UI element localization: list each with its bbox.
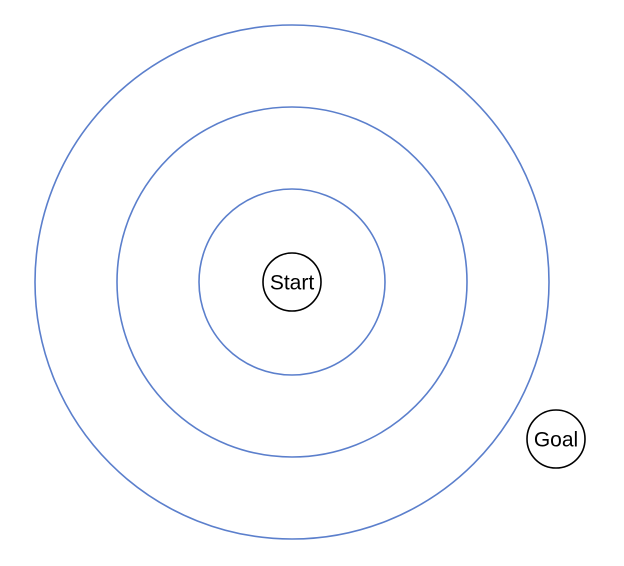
rings-group: [34, 24, 550, 540]
ring-outer: [34, 24, 550, 540]
goal-node: Goal: [526, 409, 586, 469]
start-node-circle: [262, 252, 322, 312]
goal-node-label: Goal: [534, 429, 578, 452]
ring-inner: [198, 188, 386, 376]
ring-middle: [116, 106, 468, 458]
goal-node-circle: [526, 409, 586, 469]
start-node-label: Start: [270, 272, 315, 295]
start-node: Start: [262, 252, 322, 312]
